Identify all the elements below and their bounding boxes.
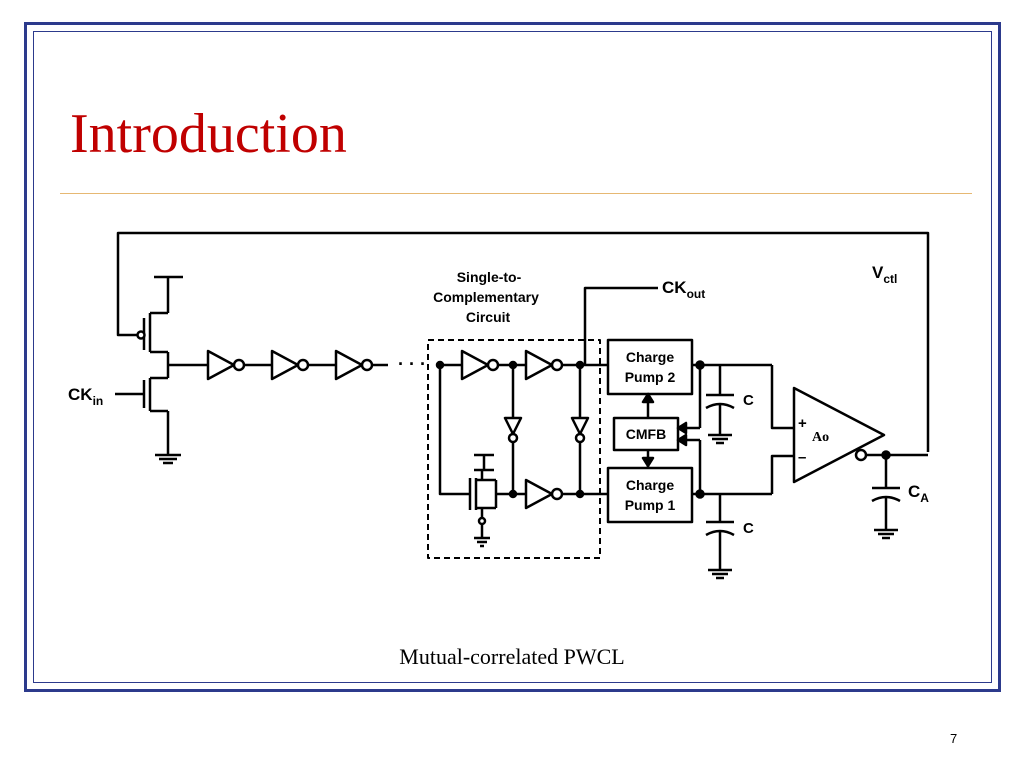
slide-outer-border <box>24 22 1001 692</box>
cmfb-box <box>612 416 680 452</box>
figure-caption: Mutual-correlated PWCL <box>399 644 625 669</box>
amp-plus-sign: + <box>798 415 807 432</box>
ca-label: CA <box>908 482 929 505</box>
slide-inner-border <box>33 31 992 683</box>
cmfb-label: CMFB <box>626 426 666 442</box>
slide-title: Introduction <box>70 103 347 165</box>
cap-bottom-label: C <box>743 520 754 537</box>
cmfb-arrows <box>641 392 700 468</box>
feedback-wire <box>116 231 930 452</box>
inverter-chain <box>206 349 388 381</box>
title-divider <box>60 193 972 194</box>
page-number: 7 <box>950 731 958 746</box>
charge-pump-2-box <box>606 338 694 396</box>
block-title-line-1: Single-to- <box>457 269 522 285</box>
amplifier <box>792 386 928 484</box>
single-to-complementary-circuit <box>435 286 658 548</box>
charge-pump-2-line-1: Charge <box>626 349 674 365</box>
ca-capacitor <box>871 455 901 540</box>
vctl-label: Vctl <box>872 263 897 286</box>
charge-pump-1-line-1: Charge <box>626 477 674 493</box>
charge-pump-2-line-2: Pump 2 <box>625 369 676 385</box>
single-to-complementary-block <box>427 339 601 559</box>
block-title-line-3: Circuit <box>466 309 511 325</box>
amp-minus-sign: – <box>798 449 806 466</box>
charge-pump-1-line-2: Pump 1 <box>625 497 676 513</box>
ellipsis-dots: · · · <box>398 354 426 374</box>
block-title-line-2: Complementary <box>433 289 539 305</box>
ckout-label: CKout <box>662 278 705 301</box>
input-transistor-stack <box>115 275 208 465</box>
ckin-label: CKin <box>68 385 103 408</box>
amp-gain-label: Ao <box>812 430 829 445</box>
cap-top-label: C <box>743 392 754 409</box>
output-network <box>692 360 794 580</box>
